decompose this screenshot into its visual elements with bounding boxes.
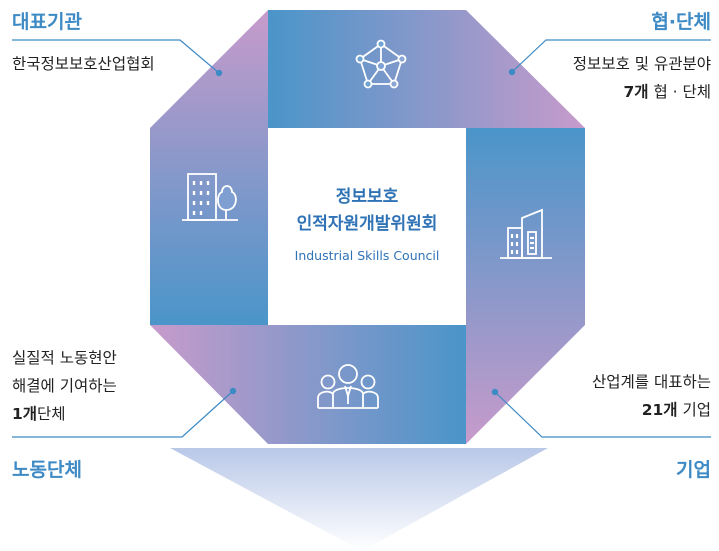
people-group-icon [317,364,379,409]
desc-top-right-line2: 7개 협 · 단체 [573,78,711,106]
desc-top-right-block: 정보보호 및 유관분야 7개 협 · 단체 [573,50,711,106]
count-top-right: 7개 [623,83,649,101]
heading-bottom-right: 기업 [676,459,711,481]
desc-bottom-left-line3: 1개단체 [12,400,117,428]
heading-top-right: 협·단체 [651,11,711,33]
count-bottom-right: 21개 [641,401,678,419]
desc-bottom-right-line1: 산업계를 대표하는 [591,373,711,391]
leader-line-top-left [12,39,220,74]
desc-bottom-right-line2: 21개 기업 [592,396,711,424]
center-title-line2: 인적자원개발위원회 [296,214,438,234]
leader-dots [215,68,516,396]
band-left [150,10,268,325]
leader-line-bottom-left [12,390,234,438]
city-buildings-icon [500,208,552,259]
center-title-line1: 정보보호 [335,187,399,207]
dot-bottom-right [491,388,499,396]
leader-line-bottom-right [494,391,711,438]
desc-bottom-left-line1: 실질적 노동현안 [12,349,117,367]
band-bottom [150,325,466,444]
band-right [466,128,585,444]
heading-top-left: 대표기관 [12,11,82,33]
dot-bottom-left [229,387,237,395]
desc-bottom-left-line2: 해결에 기여하는 [12,377,117,395]
dot-top-right [508,68,516,76]
desc-bottom-left-block: 실질적 노동현안 해결에 기여하는 1개단체 [12,344,117,428]
desc-top-right-line2-rest: 협 · 단체 [653,83,711,101]
desc-bottom-right-line2-rest: 기업 [682,401,711,419]
band-top [268,10,585,128]
desc-top-right-line1: 정보보호 및 유관분야 [572,55,711,73]
leader-lines [12,39,711,438]
desc-bottom-right-block: 산업계를 대표하는 21개 기업 [592,368,711,424]
building-tree-icon [182,173,238,221]
leader-line-top-right [511,39,711,73]
center-panel: 정보보호 인적자원개발위원회 Industrial Skills Council [268,184,466,263]
network-icon [355,39,407,89]
dot-top-left [215,69,223,77]
desc-top-left: 한국정보보호산업협회 [12,55,155,73]
center-subtitle: Industrial Skills Council [294,248,440,263]
heading-bottom-left: 노동단체 [12,459,82,481]
desc-bottom-left-line3-rest: 단체 [37,405,66,423]
count-bottom-left: 1개 [12,405,38,423]
arrow-triangle [170,448,548,551]
